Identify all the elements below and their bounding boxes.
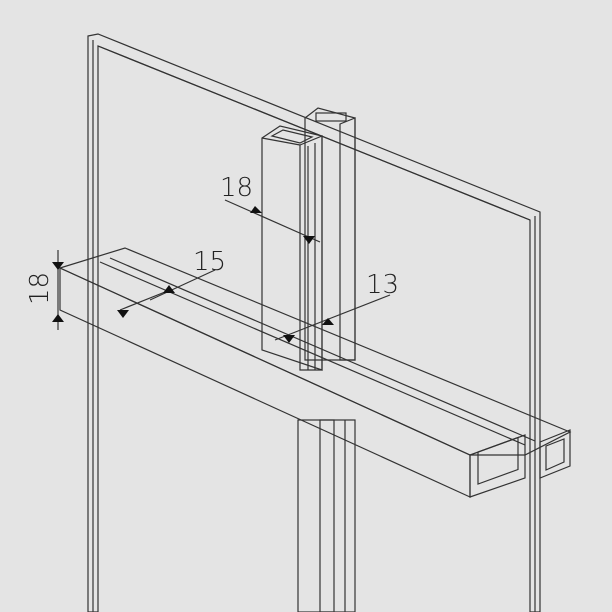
dimension-beam-width: 15 (193, 247, 226, 277)
front-post (261, 125, 323, 371)
rear-post (304, 107, 356, 361)
glass-panel (87, 33, 541, 612)
dimension-lines (52, 199, 391, 343)
post-lower (297, 419, 356, 612)
dimension-beam-height: 18 (25, 272, 55, 305)
dimension-post-width: 13 (366, 270, 399, 300)
horizontal-beam (58, 247, 572, 498)
dimension-post-depth: 18 (220, 173, 253, 203)
